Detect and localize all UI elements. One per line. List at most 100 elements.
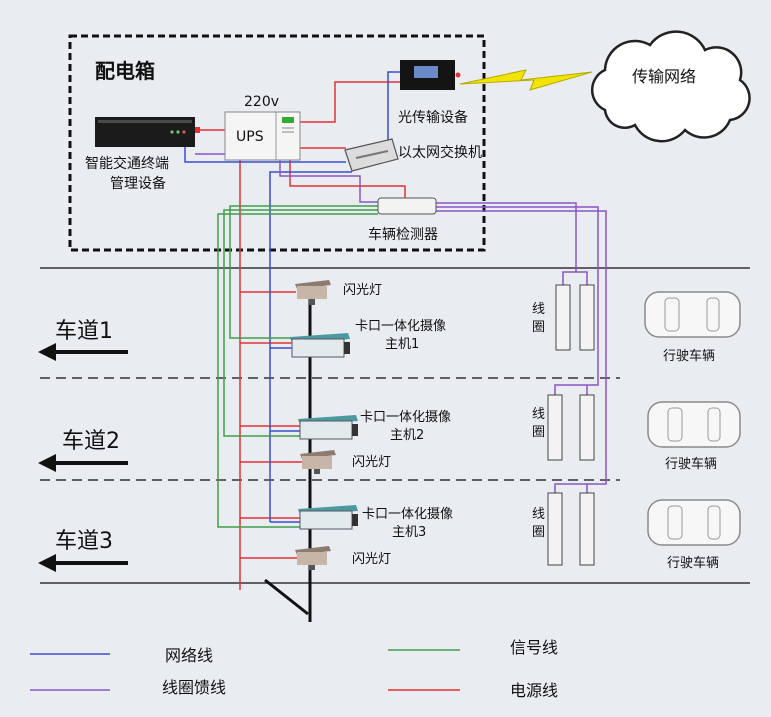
camera-2-label-line1: 卡口一体化摄像 <box>360 410 451 425</box>
distribution-box-border <box>68 34 486 252</box>
induction-loop <box>547 394 563 461</box>
vehicle-3-label: 行驶车辆 <box>667 555 719 571</box>
flash-lamp-body <box>297 286 327 299</box>
induction-loop <box>555 284 571 351</box>
camera-1 <box>290 333 350 358</box>
car-body <box>647 401 741 448</box>
lane-3-arrow-icon <box>38 554 128 572</box>
flash-lamp-1 <box>295 280 331 305</box>
camera-body <box>299 510 353 530</box>
flash-lamp-mount <box>309 299 315 305</box>
legend-label-network: 网络线 <box>165 646 213 665</box>
terminal-led <box>176 130 180 134</box>
camera-lens <box>344 342 350 354</box>
camera-1-label-line2: 主机1 <box>385 337 419 352</box>
power-wires <box>195 81 406 590</box>
terminal-led <box>170 130 174 134</box>
network-wire-terminal-switch <box>184 147 346 163</box>
vehicle-1-label: 行驶车辆 <box>663 348 715 364</box>
vehicle-2-car-icon <box>647 401 741 448</box>
camera-2-label-line2: 主机2 <box>390 428 424 443</box>
loop-feeder-group-2 <box>436 206 599 395</box>
car-rear-window <box>707 407 721 442</box>
lane-2-arrow-head <box>38 454 56 472</box>
loop-3-label-line2: 圈 <box>532 525 545 540</box>
car-body <box>647 499 741 546</box>
lane-1-arrow-icon <box>38 343 128 361</box>
vehicle-1-car-icon <box>644 291 741 338</box>
vehicle-3-car-icon <box>647 499 741 546</box>
terminal-label-line2: 管理设备 <box>110 175 166 192</box>
optical-transmission-device <box>400 60 461 90</box>
power-wire-ups-detector <box>289 160 406 198</box>
signal-wires <box>217 205 378 528</box>
lane-2-arrow-icon <box>38 454 128 472</box>
loop-1-label-line1: 线 <box>532 302 545 317</box>
optical-device-label: 光传输设备 <box>398 109 468 126</box>
car-windshield <box>667 505 683 540</box>
lane-1-label: 车道1 <box>55 319 113 344</box>
optical-port <box>455 72 461 78</box>
loop-1-label-line2: 圈 <box>532 320 545 335</box>
transmission-network-cloud <box>590 30 751 143</box>
terminal-front-stripe <box>98 120 192 123</box>
flash-lamp-3 <box>295 546 331 570</box>
optical-badge <box>414 66 438 78</box>
ups-indicator-icon <box>282 117 294 123</box>
network-wire-trunk <box>269 171 352 522</box>
legend: 网络线 线圈馈线 信号线 电源线 <box>30 638 558 700</box>
loop-group-3 <box>547 492 595 566</box>
loop-2-label-line2: 圈 <box>532 425 545 440</box>
flash-lamp-2-label: 闪光灯 <box>352 455 391 470</box>
terminal-led <box>182 130 186 134</box>
car-rear-window <box>706 297 720 332</box>
ethernet-switch-label: 以太网交换机 <box>398 144 482 161</box>
camera-lens <box>352 514 358 526</box>
terminal-label-line1: 智能交通终端 <box>85 155 169 172</box>
camera-pole-brace <box>264 578 309 616</box>
camera-3-label-line1: 卡口一体化摄像 <box>362 507 453 522</box>
car-windshield <box>664 297 680 332</box>
network-wire-switch-optical <box>387 71 400 142</box>
legend-label-loop-feeder: 线圈馈线 <box>162 678 226 697</box>
loop-3-label-line1: 线 <box>532 507 545 522</box>
flash-lamp-body <box>297 552 327 565</box>
terminal-management-device <box>95 117 200 147</box>
ups-unit <box>224 111 301 161</box>
camera-2 <box>298 415 358 440</box>
camera-body <box>291 338 345 358</box>
signal-wire-camera-2 <box>223 209 378 437</box>
camera-1-label-line1: 卡口一体化摄像 <box>355 319 446 334</box>
camera-lens <box>352 424 358 436</box>
network-wires <box>184 71 400 523</box>
induction-loop <box>579 284 595 351</box>
car-rear-window <box>707 505 721 540</box>
flash-lamp-mount <box>314 469 320 474</box>
camera-3 <box>298 505 358 530</box>
lane-2-label: 车道2 <box>62 429 120 454</box>
power-wire-ups-optical <box>300 81 400 123</box>
wireless-link-lightning-icon <box>459 69 593 91</box>
ups-voltage-label: 220v <box>244 94 279 110</box>
induction-loop <box>579 394 595 461</box>
ethernet-switch-port-row <box>355 150 389 159</box>
loop-group-2 <box>547 394 595 461</box>
camera-body <box>299 420 353 440</box>
legend-label-power: 电源线 <box>510 681 558 700</box>
vehicle-detector-label: 车辆检测器 <box>368 226 438 243</box>
car-body <box>644 291 741 338</box>
lane-3-label: 车道3 <box>55 529 113 554</box>
lane-3-arrow-head <box>38 554 56 572</box>
flash-lamp-2 <box>300 450 336 474</box>
flash-lamp-mount <box>309 565 315 570</box>
transmission-network-label: 传输网络 <box>632 67 696 86</box>
loop-group-1 <box>555 284 595 351</box>
flash-lamp-1-label: 闪光灯 <box>343 283 382 298</box>
distribution-box-title: 配电箱 <box>95 59 155 83</box>
flash-lamp-body <box>302 456 332 469</box>
car-windshield <box>667 407 683 442</box>
loop-feeder-group-1 <box>436 202 588 285</box>
induction-loop <box>579 492 595 566</box>
signal-wire-camera-3 <box>217 213 378 528</box>
legend-label-signal: 信号线 <box>510 638 558 657</box>
